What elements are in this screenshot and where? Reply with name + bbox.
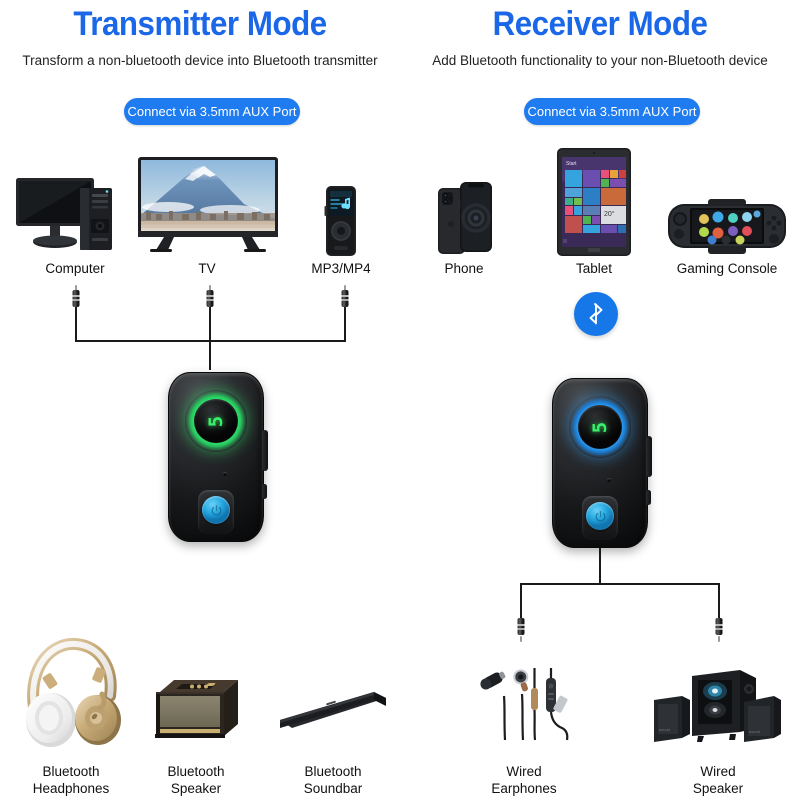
bluetooth-receiver-adapter: 5: [552, 378, 652, 548]
headphones-icon: [18, 632, 124, 750]
bluetooth-logo-icon: [574, 292, 618, 336]
bluetooth-speaker-icon: [152, 676, 240, 742]
device-display-glyph: 5: [204, 414, 227, 428]
svg-text:sound: sound: [659, 727, 670, 732]
wire-mp3-drop: [344, 307, 346, 341]
television-icon: [138, 157, 278, 256]
mp3-player-icon: [324, 186, 358, 256]
bluetooth-transmitter-adapter: 5: [168, 372, 268, 542]
source-label-tv: TV: [198, 261, 216, 276]
wire-bus-horizontal: [75, 340, 346, 342]
svg-text:20°: 20°: [604, 210, 615, 218]
device-display-glyph: 5: [588, 420, 611, 434]
aux-plug-mp3: [340, 285, 350, 309]
source-label-phone: Phone: [444, 261, 484, 276]
tablet-icon: Start: [557, 148, 631, 256]
wire-speaker-drop: [718, 583, 720, 620]
source-label-console: Gaming Console: [676, 261, 778, 276]
transmitter-column: Transmitter Mode Transform a non-bluetoo…: [14, 5, 388, 796]
wire-tv-drop: [209, 307, 211, 370]
power-button-icon[interactable]: [202, 496, 230, 524]
status-ring-blue: 5: [569, 396, 631, 458]
receiver-subtitle: Add Bluetooth functionality to your non-…: [432, 53, 768, 68]
output-label-wired-speaker: Wired Speaker: [692, 764, 744, 796]
transmitter-subtitle: Transform a non-bluetooth device into Bl…: [22, 53, 378, 68]
aux-plug-speaker: [714, 618, 724, 642]
earphones-icon: [478, 660, 570, 748]
source-label-tablet: Tablet: [575, 261, 613, 276]
output-label-speaker: Bluetooth Speaker: [167, 764, 225, 796]
wire-receiver-stem: [599, 548, 601, 584]
wire-computer-drop: [75, 307, 77, 341]
svg-text:sound: sound: [749, 729, 760, 734]
desktop-computer-icon: [14, 174, 136, 256]
smartphone-icon: [437, 180, 493, 256]
soundbar-icon: [278, 686, 388, 734]
wired-speaker-system-icon: sound sound: [652, 658, 782, 748]
output-label-headphones: Bluetooth Headphones: [32, 764, 110, 796]
source-label-computer: Computer: [45, 261, 105, 276]
receiver-aux-pill[interactable]: Connect via 3.5mm AUX Port: [524, 98, 700, 125]
output-label-soundbar: Bluetooth Soundbar: [303, 764, 363, 796]
receiver-title: Receiver Mode: [492, 5, 708, 43]
power-button-icon[interactable]: [586, 502, 614, 530]
aux-plug-tv: [205, 285, 215, 309]
output-label-earphones: Wired Earphones: [491, 764, 557, 796]
transmitter-title: Transmitter Mode: [73, 5, 327, 43]
source-label-mp3: MP3/MP4: [311, 261, 371, 276]
status-ring-green: 5: [185, 390, 247, 452]
aux-plug-earphones: [516, 618, 526, 642]
handheld-console-icon: [668, 196, 786, 258]
wire-bus-horizontal: [520, 583, 720, 585]
svg-text:Start: Start: [566, 161, 577, 167]
aux-plug-computer: [71, 285, 81, 309]
wire-earphones-drop: [520, 583, 522, 620]
receiver-column: Receiver Mode Add Bluetooth functionalit…: [400, 0, 800, 800]
transmitter-aux-pill[interactable]: Connect via 3.5mm AUX Port: [124, 98, 300, 125]
